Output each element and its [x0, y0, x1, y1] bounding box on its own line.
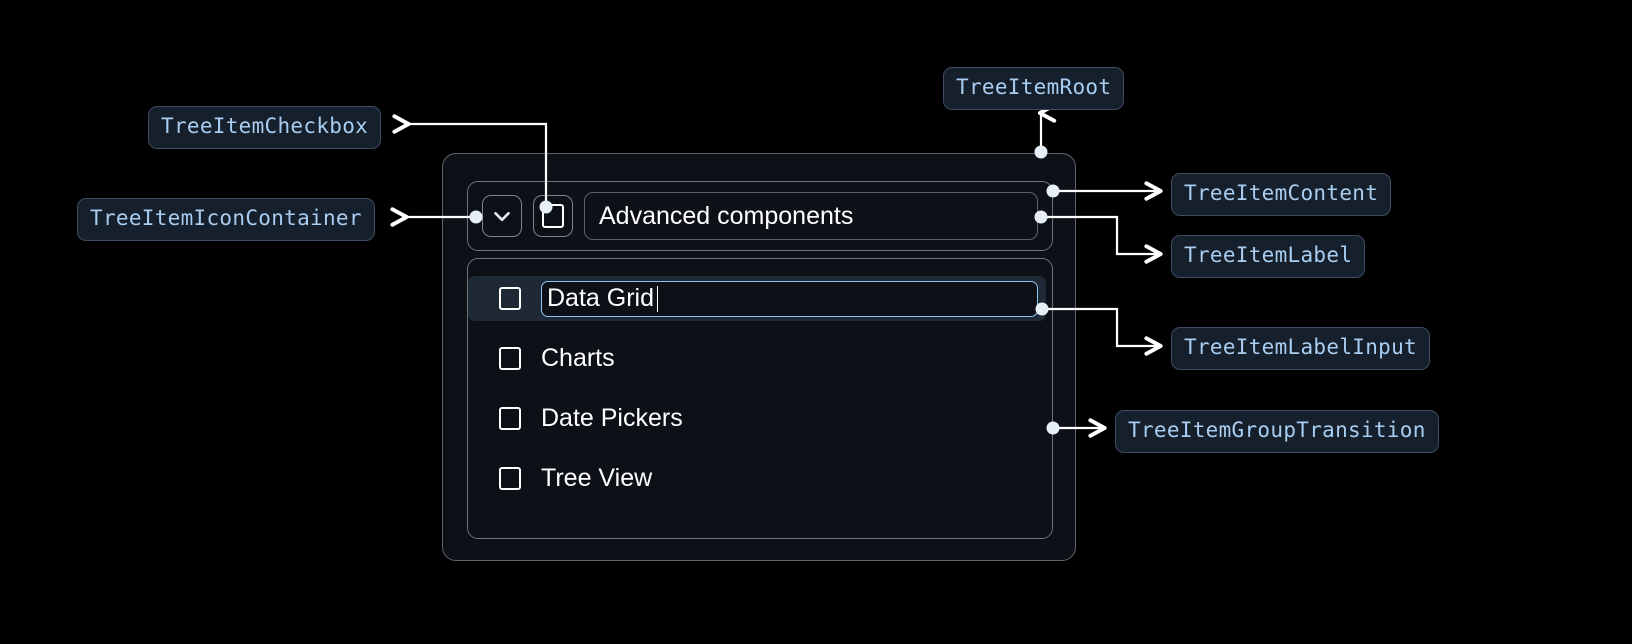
- tree-item-label-text: Advanced components: [599, 201, 854, 230]
- chevron-down-icon: [489, 203, 515, 229]
- annotation-badge-tree-item-content: TreeItemContent: [1171, 173, 1392, 216]
- tree-item-child-charts[interactable]: Charts: [468, 336, 1052, 381]
- annotation-badge-tree-item-root: TreeItemRoot: [943, 67, 1125, 110]
- text-caret: [656, 285, 659, 312]
- tree-item-label-input[interactable]: Data Grid: [541, 280, 1038, 317]
- tree-item-child-date-pickers[interactable]: Date Pickers: [468, 396, 1052, 441]
- tree-item-icon-container[interactable]: [482, 195, 522, 237]
- tree-item-child-tree-view[interactable]: Tree View: [468, 456, 1052, 501]
- tree-item-child-data-grid[interactable]: Data Grid: [468, 276, 1046, 321]
- tree-item-label: Date Pickers: [541, 404, 683, 432]
- checkbox-unchecked-icon[interactable]: [499, 347, 521, 370]
- tree-item-label-input-value: Data Grid: [547, 284, 654, 312]
- tree-item-checkbox[interactable]: [533, 195, 573, 237]
- checkbox-unchecked-icon: [542, 204, 564, 228]
- checkbox-unchecked-icon[interactable]: [499, 467, 521, 490]
- tree-item-root[interactable]: Advanced components Data Grid Charts Dat…: [442, 153, 1076, 561]
- checkbox-unchecked-icon[interactable]: [499, 407, 521, 430]
- tree-item-label: Tree View: [541, 464, 653, 492]
- annotation-badge-tree-item-checkbox: TreeItemCheckbox: [148, 106, 382, 149]
- annotation-badge-tree-item-group-transition: TreeItemGroupTransition: [1115, 410, 1439, 453]
- annotation-badge-tree-item-icon-container: TreeItemIconContainer: [77, 198, 375, 241]
- tree-item-label[interactable]: Advanced components: [584, 192, 1038, 240]
- tree-item-group-transition: Data Grid Charts Date Pickers Tree View: [467, 258, 1053, 539]
- annotation-badge-tree-item-label: TreeItemLabel: [1171, 235, 1366, 278]
- tree-item-label: Charts: [541, 344, 615, 372]
- tree-item-content[interactable]: Advanced components: [467, 181, 1053, 251]
- annotation-badge-tree-item-label-input: TreeItemLabelInput: [1171, 327, 1430, 370]
- checkbox-unchecked-icon[interactable]: [499, 287, 521, 310]
